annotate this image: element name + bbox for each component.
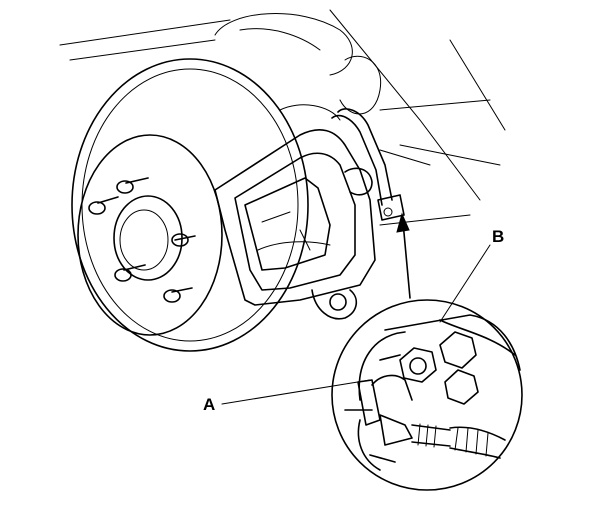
union-nut — [399, 347, 437, 383]
wheel-stud — [163, 287, 193, 303]
hex-bolt — [439, 331, 477, 369]
leader-lines — [221, 244, 491, 405]
wheel-studs — [88, 177, 196, 303]
detail-pointer-arrow — [396, 212, 411, 299]
brake-hose — [331, 108, 405, 221]
detail-inset — [331, 299, 523, 491]
hex-bolt — [444, 369, 479, 405]
wheel-stud — [114, 264, 146, 282]
wheel-stud — [88, 196, 119, 215]
wheel-stud — [116, 177, 149, 194]
brake-disc — [71, 58, 309, 352]
wheel-stud — [171, 233, 196, 247]
callout-label-b: B — [492, 227, 505, 246]
callout-label-a: A — [203, 395, 216, 414]
brake-caliper — [214, 129, 376, 320]
suspension-background — [59, 9, 506, 226]
